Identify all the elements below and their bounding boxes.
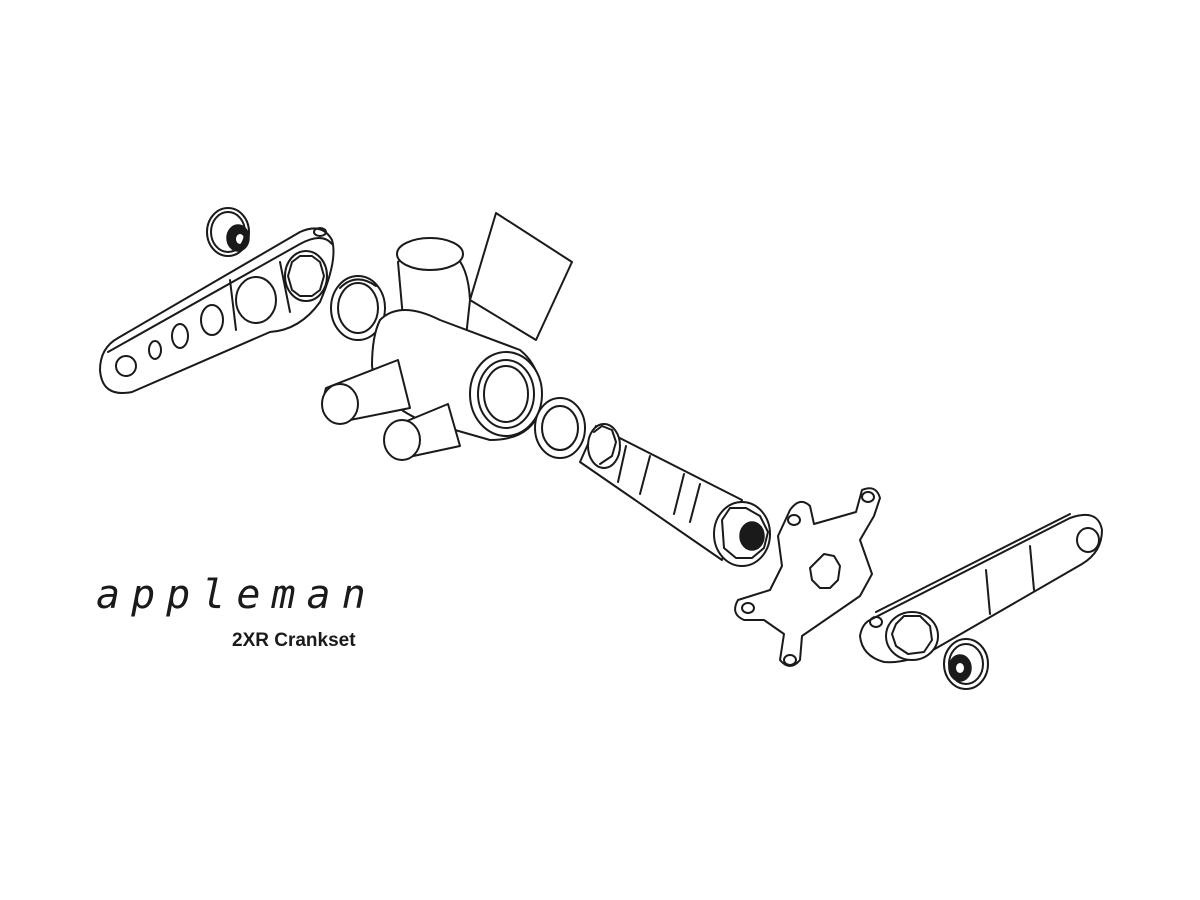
left-crank-bolt [206, 207, 250, 257]
brand-logo: appleman [96, 572, 377, 618]
right-crank-arm [859, 513, 1103, 664]
right-bearing-cup [534, 397, 586, 459]
right-crank-bolt [943, 638, 989, 690]
left-bearing-cup [330, 275, 386, 341]
bottom-bracket-shell [321, 212, 573, 461]
left-crank-arm [99, 227, 335, 394]
product-name: 2XR Crankset [232, 630, 356, 651]
chainring-spider [734, 487, 881, 667]
spindle [579, 423, 771, 567]
